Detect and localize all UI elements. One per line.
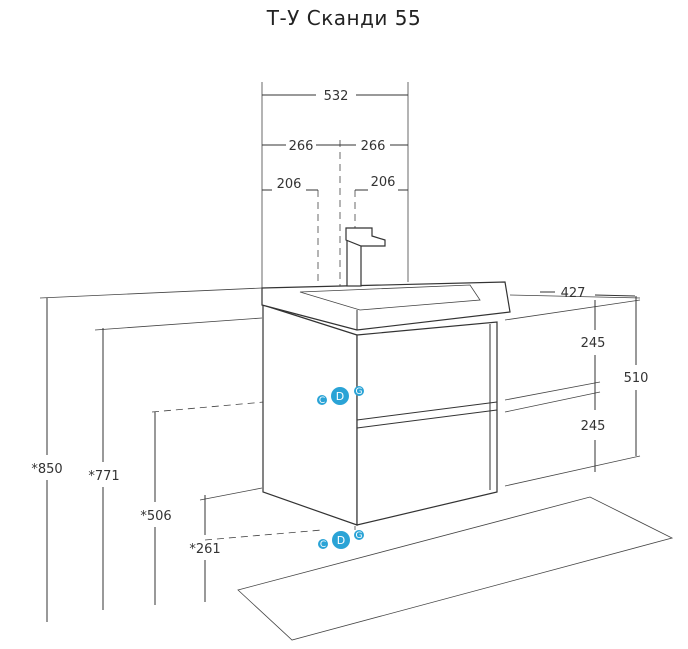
ext-line-261-top — [199, 487, 263, 501]
faucet-lever — [345, 227, 386, 247]
floor-outline — [237, 496, 674, 641]
dim-266-left-label: 266 — [289, 139, 314, 154]
ext-line-510-bottom — [504, 455, 641, 487]
drain-connector-upper — [331, 387, 349, 405]
cabinet-front — [356, 321, 498, 526]
diagram-title: Т-У Сканди 55 — [266, 6, 422, 30]
drawer-split-line-2 — [356, 409, 498, 429]
ext-line-mid — [504, 381, 601, 401]
cold-water-connector-upper-label: C — [319, 396, 325, 406]
dim-532-label: 532 — [324, 89, 349, 104]
ext-line-510-top — [504, 299, 641, 321]
dim-850-label: *850 — [31, 462, 62, 477]
ext-line-850-top — [39, 287, 263, 299]
ext-line-mid2 — [504, 391, 601, 413]
drain-connector-upper-label: D — [336, 390, 344, 403]
faucet-body — [346, 239, 362, 287]
cold-water-connector-upper — [317, 395, 327, 405]
basin-bowl — [299, 284, 481, 311]
dim-266-right-label: 266 — [361, 139, 386, 154]
hot-water-connector-upper — [354, 386, 364, 396]
dim-206-right-label: 206 — [371, 175, 396, 190]
cold-water-connector-lower — [318, 539, 328, 549]
hot-water-connector-lower — [354, 530, 364, 540]
drawer-split-line — [356, 401, 498, 421]
dim-771-label: *771 — [88, 469, 119, 484]
ext-line-771-top — [94, 317, 263, 331]
hot-water-connector-upper-label: G — [356, 387, 363, 397]
dim-510-label: 510 — [624, 371, 649, 386]
drain-level-line — [151, 396, 321, 413]
dim-261-label: *261 — [189, 542, 220, 557]
drain-connector-lower-label: D — [337, 534, 345, 547]
dim-506-label: *506 — [140, 509, 171, 524]
dim-245-lower-label: 245 — [581, 419, 606, 434]
drain-connector-lower — [332, 531, 350, 549]
ext-line-depth-top — [509, 294, 641, 299]
bottom-conn-level-line — [204, 529, 323, 541]
dim-427-line-2 — [594, 294, 636, 297]
dim-427-label: 427 — [561, 286, 586, 301]
hot-water-connector-lower-label: G — [356, 531, 363, 541]
basin-top — [261, 281, 511, 331]
cabinet-side — [262, 304, 358, 526]
cold-water-connector-lower-label: C — [320, 540, 326, 550]
dim-206-left-label: 206 — [277, 177, 302, 192]
dim-245-upper-label: 245 — [581, 336, 606, 351]
